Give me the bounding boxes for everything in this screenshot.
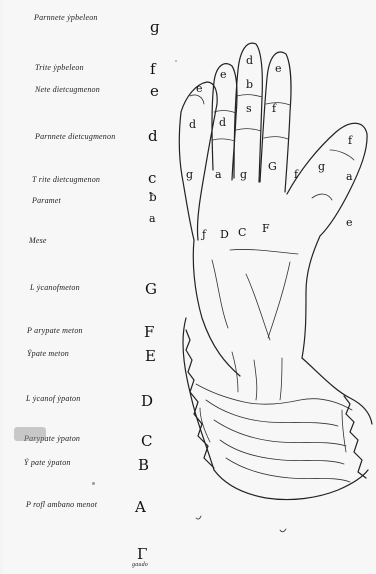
hand-letter-index-4: D bbox=[220, 228, 229, 241]
hand-letter-thumb-top: e bbox=[196, 82, 203, 95]
hand-letter-little-top: f bbox=[348, 134, 353, 147]
hand-letter-middle-top: d bbox=[246, 54, 253, 67]
hand-letter-thumb-3: g bbox=[186, 168, 193, 181]
hand-letter-ring-top: e bbox=[275, 62, 282, 75]
hand-letter-ring-2: f bbox=[272, 102, 277, 115]
hand-letter-little-3: g bbox=[318, 160, 325, 173]
hand-letter-ring-4: F bbox=[262, 222, 270, 235]
hand-letter-middle-4: C bbox=[238, 226, 246, 239]
hand-letter-index-3: a bbox=[215, 168, 222, 181]
hand-letter-palm-e: e bbox=[346, 216, 353, 229]
hand-letter-index-top: e bbox=[220, 68, 227, 81]
hand-letter-ring-3: G bbox=[268, 160, 277, 173]
hand-letter-little-2: a bbox=[346, 170, 353, 183]
hand-letter-middle-2: s bbox=[246, 102, 252, 115]
hand-letter-middle-3: g bbox=[240, 168, 247, 181]
hand-letter-thumb-2: d bbox=[189, 118, 196, 131]
hand-letter-index-2: d bbox=[219, 116, 226, 129]
hand-letter-palm-b: b bbox=[246, 78, 253, 91]
ink-speck bbox=[175, 60, 177, 62]
ink-speck bbox=[92, 482, 95, 485]
hand-letter-thumb-4: ƒ bbox=[200, 228, 207, 241]
